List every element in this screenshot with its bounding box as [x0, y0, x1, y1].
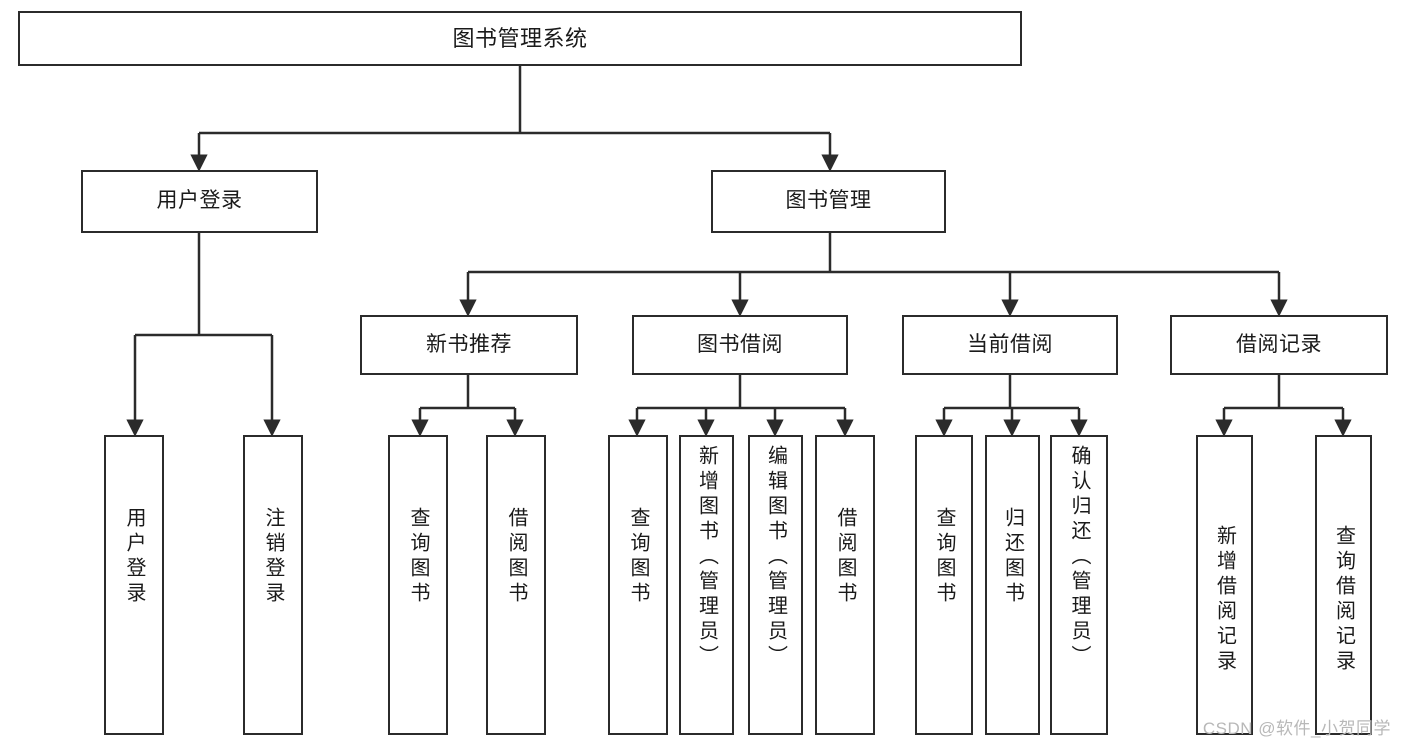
node-label: 查询图书 [407, 507, 429, 607]
node-label: 新增图书（管理员） [695, 445, 718, 670]
node-label: 图书管理 [785, 189, 872, 213]
node-new-book-recommend[interactable]: 新书推荐 [360, 315, 578, 375]
node-label: 新增借阅记录 [1213, 525, 1236, 675]
node-label: 确认归还（管理员） [1068, 445, 1090, 670]
node-label: 图书借阅 [697, 332, 783, 356]
leaf-add-book-admin[interactable]: 新增图书（管理员） [679, 435, 734, 735]
node-label: 当前借阅 [967, 332, 1053, 356]
node-label: 新书推荐 [426, 332, 512, 356]
leaf-return-book[interactable]: 归还图书 [985, 435, 1040, 735]
leaf-user-login[interactable]: 用户登录 [104, 435, 164, 735]
node-label: 借阅图书 [834, 507, 856, 607]
node-book-borrow[interactable]: 图书借阅 [632, 315, 848, 375]
node-borrow-record[interactable]: 借阅记录 [1170, 315, 1388, 375]
leaf-confirm-return-admin[interactable]: 确认归还（管理员） [1050, 435, 1108, 735]
leaf-query-borrow-record[interactable]: 查询借阅记录 [1315, 435, 1372, 735]
leaf-edit-book-admin[interactable]: 编辑图书（管理员） [748, 435, 803, 735]
leaf-logout[interactable]: 注销登录 [243, 435, 303, 735]
node-label: 查询图书 [627, 507, 649, 607]
node-label: 借阅图书 [505, 507, 527, 607]
node-label: 用户登录 [156, 189, 243, 213]
node-user-login[interactable]: 用户登录 [81, 170, 318, 233]
leaf-add-borrow-record[interactable]: 新增借阅记录 [1196, 435, 1253, 735]
node-label: 注销登录 [262, 507, 284, 607]
leaf-borrow-book-recommend[interactable]: 借阅图书 [486, 435, 546, 735]
node-label: 编辑图书（管理员） [764, 445, 787, 670]
node-book-management[interactable]: 图书管理 [711, 170, 946, 233]
node-label: 查询借阅记录 [1332, 525, 1355, 675]
node-label: 借阅记录 [1236, 332, 1322, 356]
leaf-query-book-current[interactable]: 查询图书 [915, 435, 973, 735]
node-label: 归还图书 [1001, 507, 1024, 607]
node-root-system[interactable]: 图书管理系统 [18, 11, 1022, 66]
node-label: 查询图书 [933, 507, 955, 607]
leaf-query-book-borrow[interactable]: 查询图书 [608, 435, 668, 735]
node-label: 用户登录 [123, 507, 145, 607]
leaf-borrow-book[interactable]: 借阅图书 [815, 435, 875, 735]
node-current-borrow[interactable]: 当前借阅 [902, 315, 1118, 375]
node-label: 图书管理系统 [452, 25, 588, 51]
watermark-text: CSDN @软件_小贺同学 [1202, 719, 1391, 738]
leaf-query-book-recommend[interactable]: 查询图书 [388, 435, 448, 735]
